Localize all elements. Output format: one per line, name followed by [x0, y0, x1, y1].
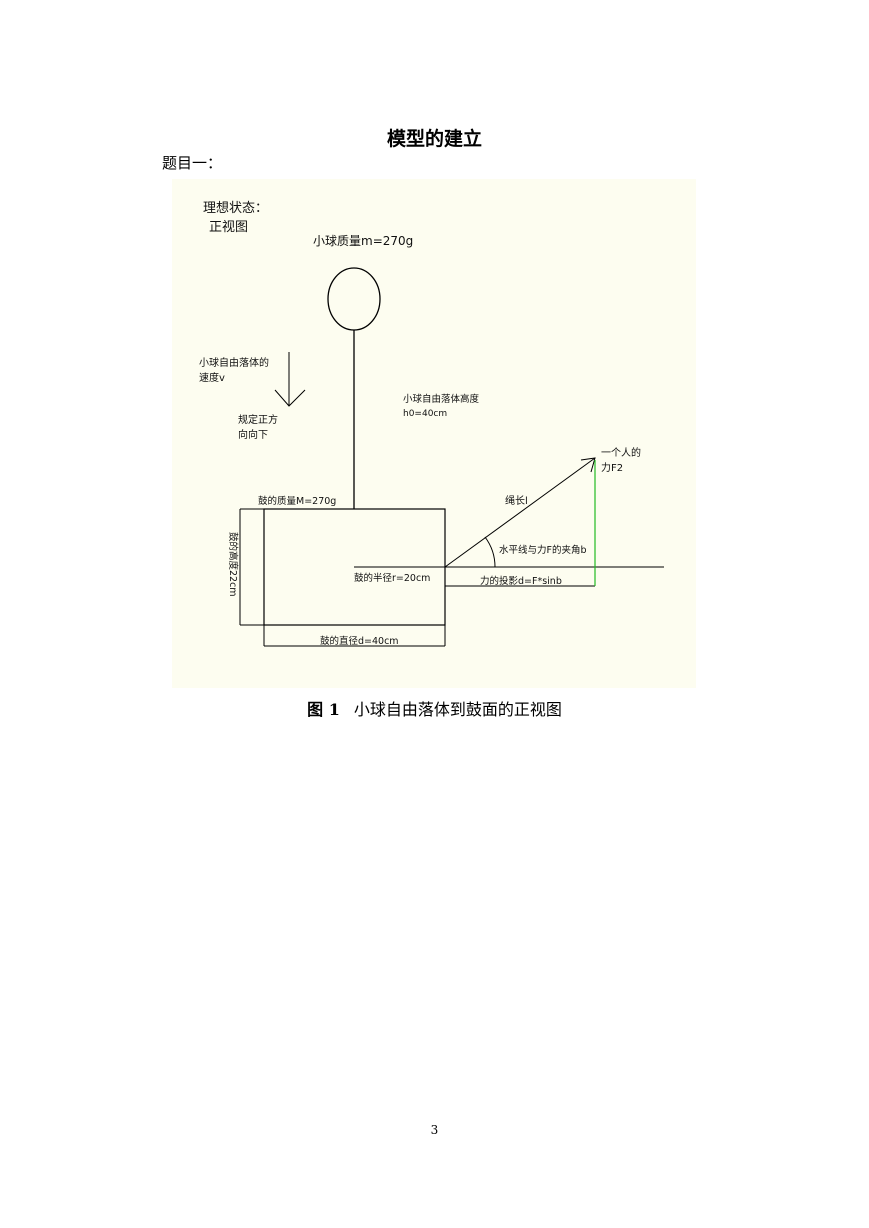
drum-mass-label: 鼓的质量M=270g — [258, 495, 336, 507]
direction-label-2: 向向下 — [238, 428, 268, 441]
drum-height-label: 鼓的高度22cm — [227, 532, 239, 597]
drum-diameter-label: 鼓的直径d=40cm — [320, 635, 399, 647]
page-number: 3 — [430, 1123, 439, 1137]
fall-speed-label: 小球自由落体的 — [199, 356, 269, 369]
fall-speed-label-2: 速度v — [199, 371, 225, 384]
rope-length-label: 绳长l — [505, 494, 528, 507]
force-projection-label: 力的投影d=F*sinb — [480, 575, 562, 587]
caption-number: 图 1 — [307, 700, 340, 719]
caption-text: 小球自由落体到鼓面的正视图 — [353, 700, 562, 719]
section-label: 题目一： — [162, 154, 223, 172]
direction-arrow-head — [274, 389, 306, 407]
force-arrow-head — [580, 457, 596, 473]
figure-caption: 图 1 小球自由落体到鼓面的正视图 — [0, 696, 869, 720]
figure-diagram: 理想状态： 正视图 小球质量m=270g 小球自由落体的 速度v 规定正方 向向… — [172, 179, 696, 688]
ball-mass-label: 小球质量m=270g — [313, 234, 413, 248]
page-title: 模型的建立 — [386, 128, 482, 150]
state-label: 理想状态： — [203, 200, 268, 216]
view-label: 正视图 — [209, 220, 248, 235]
rope-line — [444, 457, 596, 568]
fall-height-value: h0=40cm — [403, 409, 447, 419]
ball — [327, 267, 381, 331]
angle-label: 水平线与力F的夹角b — [499, 544, 587, 556]
drum-radius-label: 鼓的半径r=20cm — [354, 572, 430, 584]
fall-height-label: 小球自由落体高度 — [403, 393, 480, 405]
person-force-label-2: 力F2 — [601, 461, 623, 474]
direction-label: 规定正方 — [238, 413, 278, 426]
angle-arc — [484, 536, 496, 568]
person-force-label: 一个人的 — [601, 446, 641, 459]
